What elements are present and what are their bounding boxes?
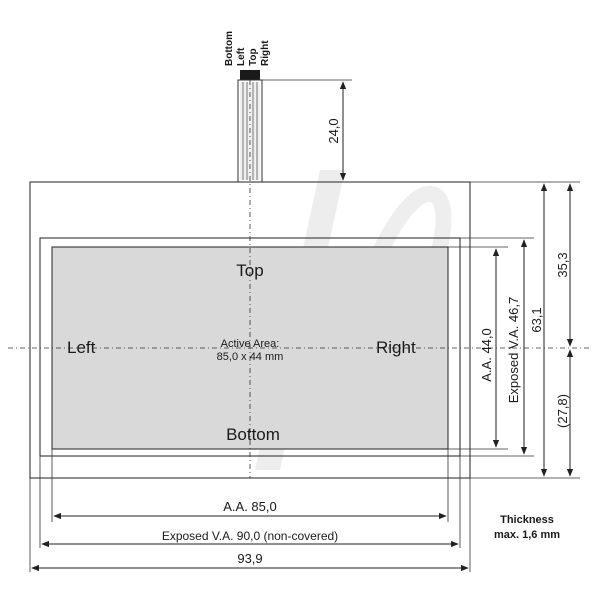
total-height-label: 63,1 bbox=[529, 307, 544, 332]
active-area-size: 85,0 x 44 mm bbox=[217, 351, 284, 363]
lower-height-label: (27,8) bbox=[555, 394, 570, 428]
exposed-height-label: Exposed V.A. 46,7 bbox=[506, 297, 521, 404]
tail-length-label: 24,0 bbox=[326, 118, 341, 143]
panel-right-label: Right bbox=[376, 338, 416, 357]
aa-width-label: A.A. 85,0 bbox=[223, 499, 276, 514]
aa-height-label: A.A. 44,0 bbox=[479, 328, 494, 381]
connector-contacts bbox=[240, 70, 260, 80]
bottom-extension-lines bbox=[29, 449, 471, 572]
active-area-title: Active Area: bbox=[221, 338, 280, 350]
pin-label-bottom: Bottom bbox=[224, 31, 235, 66]
panel-left-label: Left bbox=[67, 338, 96, 357]
right-extension-lines bbox=[448, 181, 580, 479]
panel-top-label: Top bbox=[236, 261, 263, 280]
thickness-title: Thickness bbox=[500, 514, 554, 526]
thickness-value: max. 1,6 mm bbox=[494, 529, 560, 541]
pin-label-top: Top bbox=[248, 48, 259, 66]
pin-label-left: Left bbox=[236, 47, 247, 66]
panel-bottom-label: Bottom bbox=[226, 425, 280, 444]
pin-label-right: Right bbox=[260, 40, 271, 66]
tail-dimension bbox=[262, 79, 352, 181]
upper-height-label: 35,3 bbox=[555, 252, 570, 277]
exposed-width-label: Exposed V.A. 90,0 (non-covered) bbox=[162, 529, 338, 543]
total-width-label: 93,9 bbox=[237, 551, 262, 566]
